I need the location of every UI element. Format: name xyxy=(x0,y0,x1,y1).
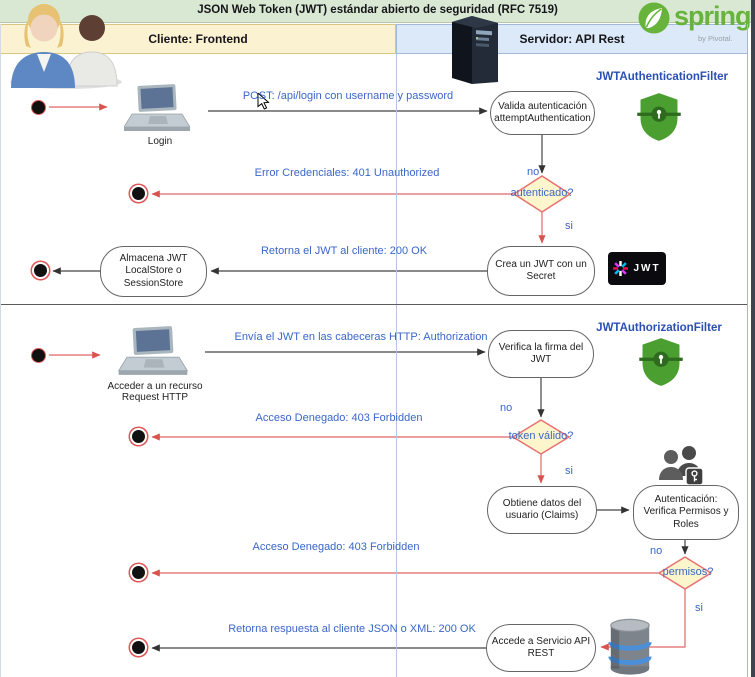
lane-header-client: Cliente: Frontend xyxy=(0,24,396,54)
message-return-jwt: Retorna el JWT al cliente: 200 OK xyxy=(260,245,428,257)
message-denied-403: Acceso Denegado: 403 Forbidden xyxy=(252,541,420,553)
spring-wordmark: spring xyxy=(674,1,752,31)
node-get-claims: Obtiene datos del usuario (Claims) xyxy=(487,486,597,534)
section-divider xyxy=(0,304,748,305)
shield-lock-icon xyxy=(637,93,681,141)
login-actor-label: Login xyxy=(147,136,173,147)
jwt-star-icon xyxy=(613,261,629,276)
node-store-jwt: Almacena JWT LocalStore o SessionStore xyxy=(100,246,207,297)
users-key-icon xyxy=(659,446,704,486)
jwt-authentication-filter-label: JWTAuthenticationFilter xyxy=(595,71,729,83)
branch-si-label: si xyxy=(695,602,703,614)
end-node xyxy=(132,641,145,654)
decision-token-label: token válido? xyxy=(508,430,574,442)
branch-no-label: no xyxy=(500,402,513,414)
message-return-response: Retorna respuesta al cliente JSON o XML:… xyxy=(228,623,476,635)
decision-auth-label: autenticado? xyxy=(510,187,574,199)
jwt-logo: JWT xyxy=(608,252,666,285)
branch-no-label: no xyxy=(650,545,663,557)
spring-leaf-icon xyxy=(638,2,670,34)
branch-no-label: no xyxy=(527,166,540,178)
title-bar xyxy=(0,0,755,23)
end-node xyxy=(132,566,145,579)
right-border xyxy=(747,24,748,677)
laptop-icon xyxy=(124,84,190,131)
branch-si-label: si xyxy=(565,465,573,477)
window-edge xyxy=(751,0,755,677)
left-border xyxy=(0,24,1,677)
end-node xyxy=(132,187,145,200)
laptop-icon xyxy=(118,326,188,375)
shield-lock-icon xyxy=(639,338,683,386)
message-error-401: Error Credenciales: 401 Unauthorized xyxy=(254,167,440,179)
node-access-service: Accede a Servicio API REST xyxy=(486,624,596,672)
start-node xyxy=(31,348,46,363)
lane-divider xyxy=(396,54,397,677)
message-send-jwt: Envía el JWT en las cabeceras HTTP: Auth… xyxy=(234,331,488,343)
node-create-jwt: Crea un JWT con un Secret xyxy=(487,246,595,296)
message-denied-403: Acceso Denegado: 403 Forbidden xyxy=(255,412,423,424)
jwt-authorization-filter-label: JWTAuthorizationFilter xyxy=(596,322,722,334)
branch-si-label: si xyxy=(565,220,573,232)
message-post-login: POST: /api/login con username y password xyxy=(242,90,454,102)
lane-client-label: Cliente: Frontend xyxy=(148,32,248,46)
resource-actor-label: Acceder a un recurso Request HTTP xyxy=(107,381,203,403)
decision-perm-label: permisos? xyxy=(662,566,714,578)
jwt-logo-text: JWT xyxy=(633,263,661,274)
node-verify-signature: Verifica la firma del JWT xyxy=(488,330,594,378)
end-node xyxy=(132,430,145,443)
start-node xyxy=(31,100,46,115)
spring-byline: by Pivotal. xyxy=(698,34,733,43)
node-validate-auth: Valida autenticación attemptAuthenticati… xyxy=(490,91,595,135)
node-check-roles: Autenticación: Verifica Permisos y Roles xyxy=(633,485,739,540)
page-title: JSON Web Token (JWT) estándar abierto de… xyxy=(197,4,558,16)
mouse-cursor-icon xyxy=(257,93,270,110)
end-node xyxy=(34,264,47,277)
lane-server-label: Servidor: API Rest xyxy=(519,32,625,46)
database-icon xyxy=(608,618,652,675)
server-tower-image xyxy=(452,16,498,84)
client-users-image xyxy=(10,4,122,89)
